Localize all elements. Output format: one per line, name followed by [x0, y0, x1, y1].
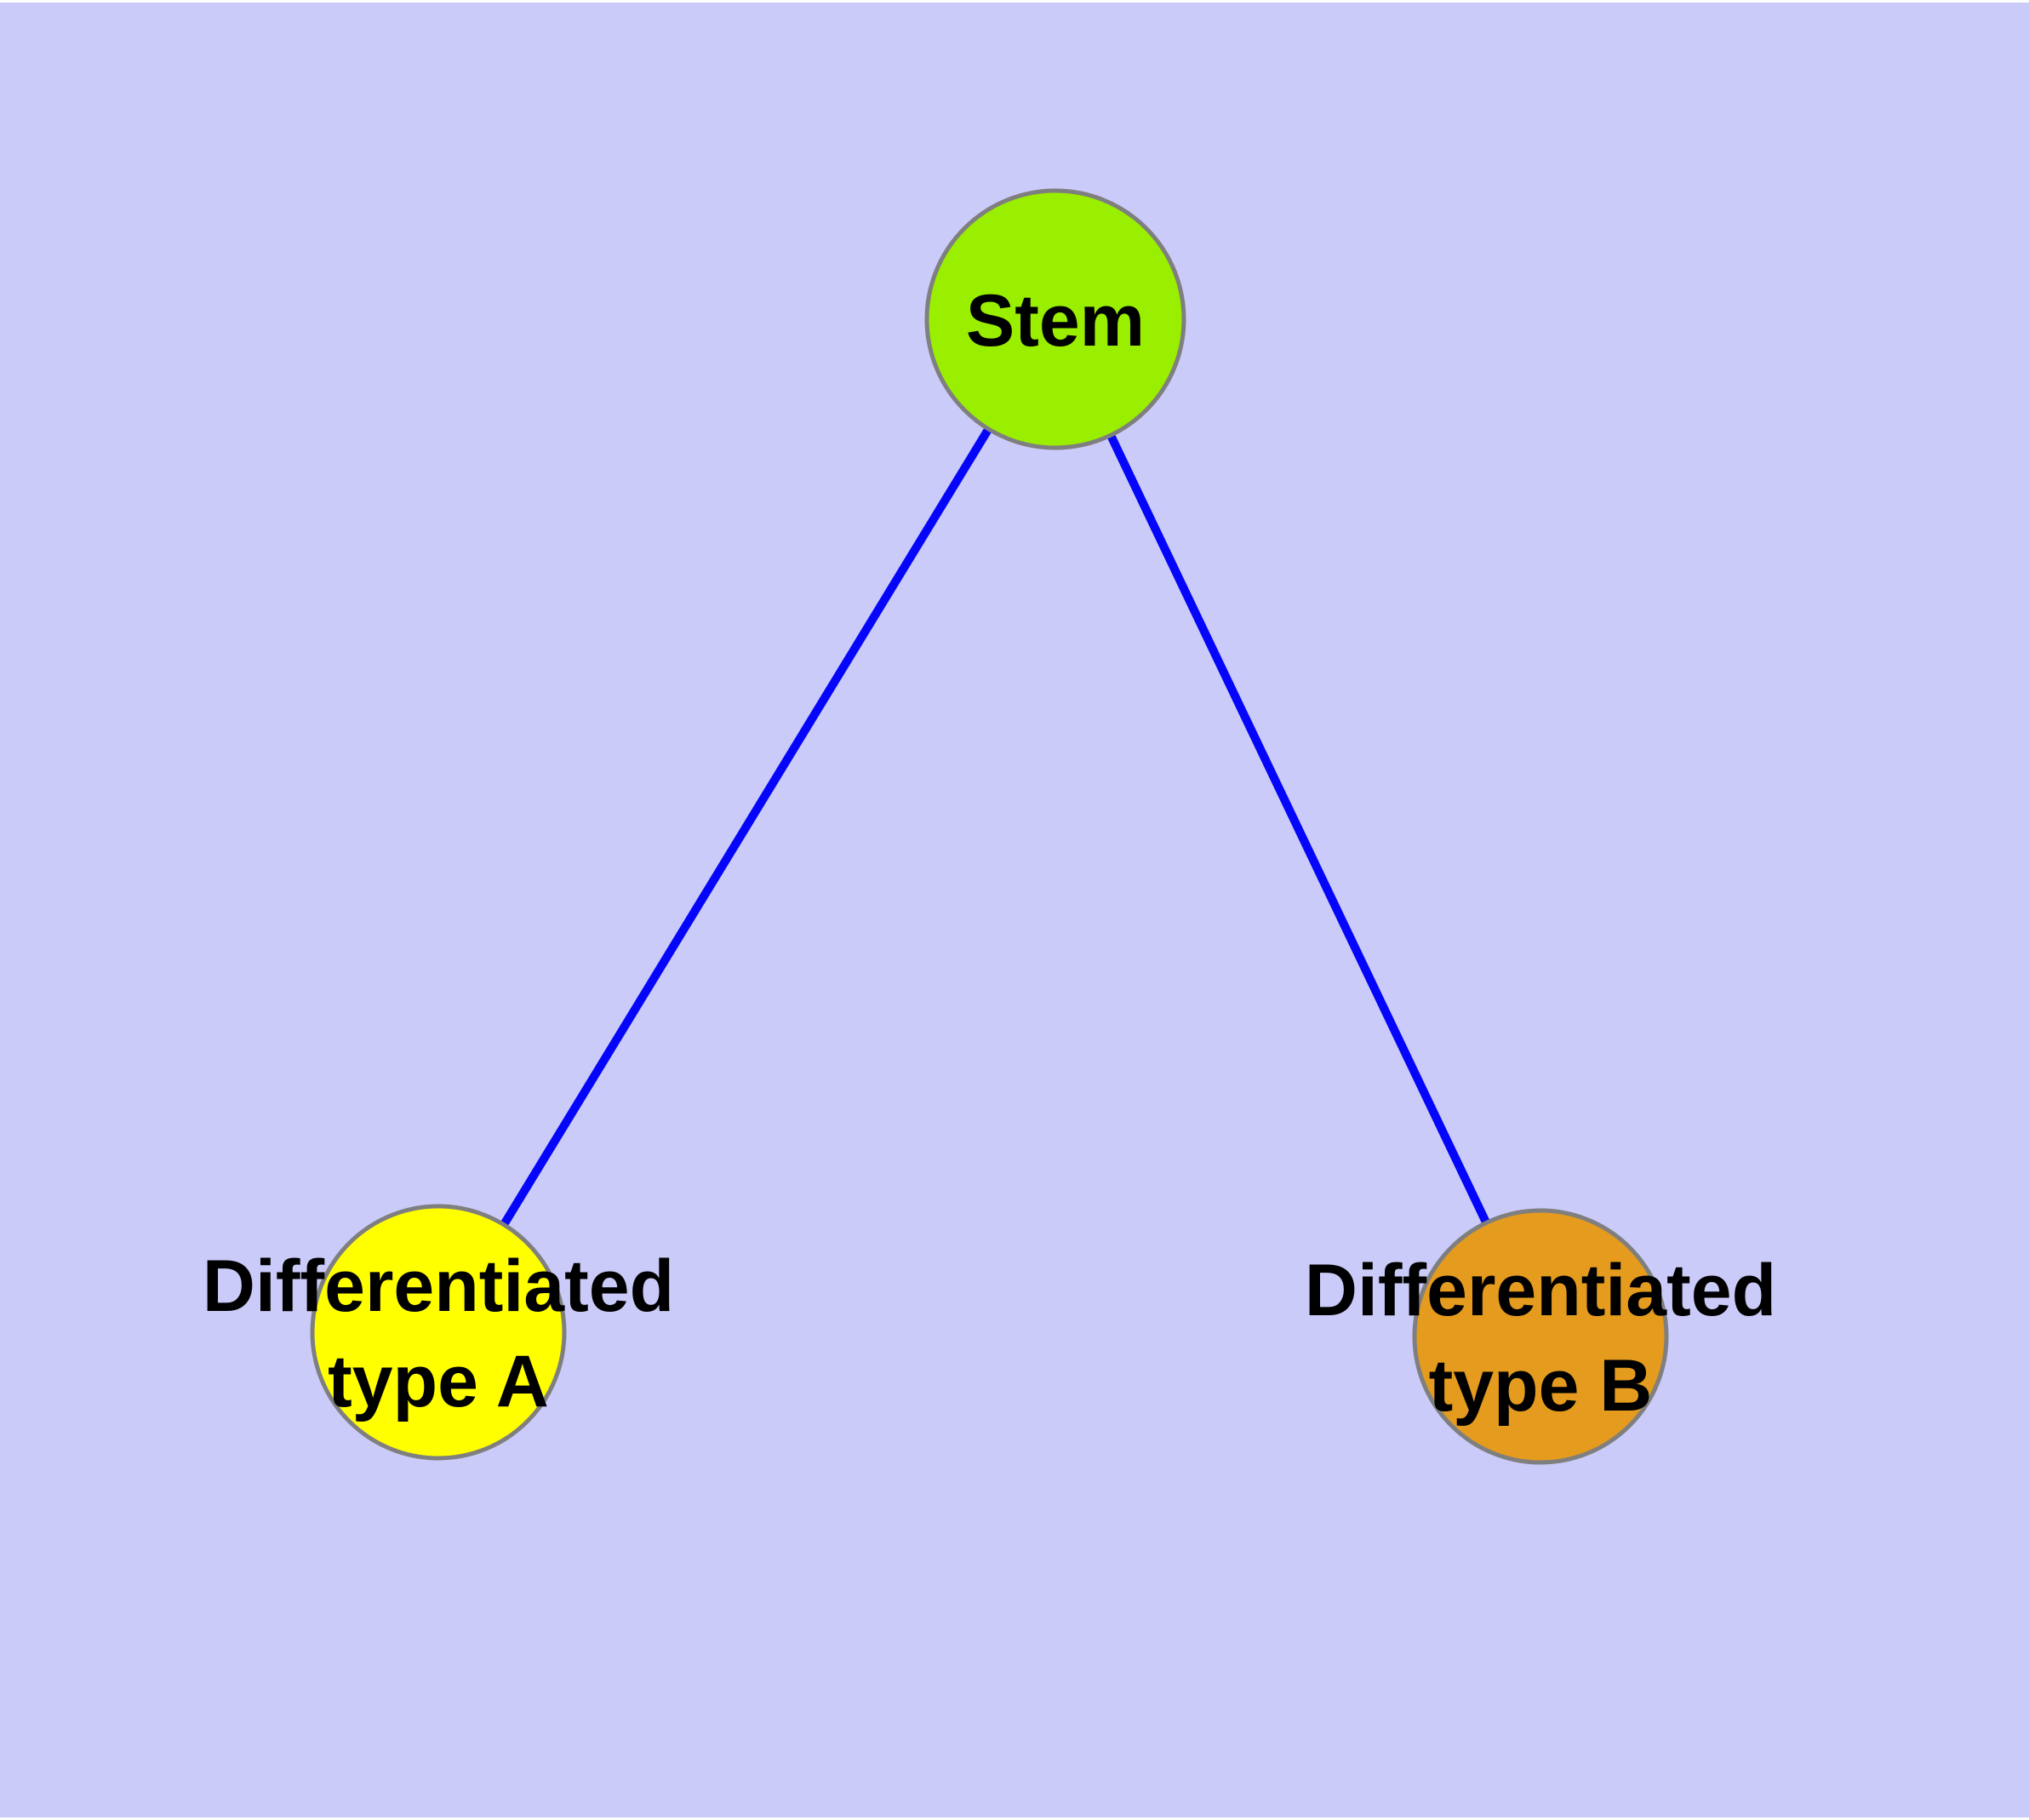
- node-type-b-label-line1: Differentiated: [1305, 1250, 1776, 1331]
- edge-stem-to-type-a: [434, 317, 1060, 1335]
- node-differentiated-type-b: [1412, 1208, 1669, 1465]
- node-differentiated-type-a: [310, 1204, 567, 1461]
- node-type-a-label-line2: type A: [328, 1341, 549, 1422]
- edge-stem-to-type-b: [1051, 317, 1545, 1339]
- node-type-a-label-line1: Differentiated: [203, 1245, 674, 1327]
- node-type-a-circle: [310, 1204, 567, 1461]
- node-type-b-circle: [1412, 1208, 1669, 1465]
- node-stem-label: Stem: [966, 280, 1145, 362]
- node-type-b-label-line2: type B: [1429, 1345, 1653, 1427]
- node-stem-circle: [924, 188, 1186, 450]
- node-stem: [924, 188, 1186, 450]
